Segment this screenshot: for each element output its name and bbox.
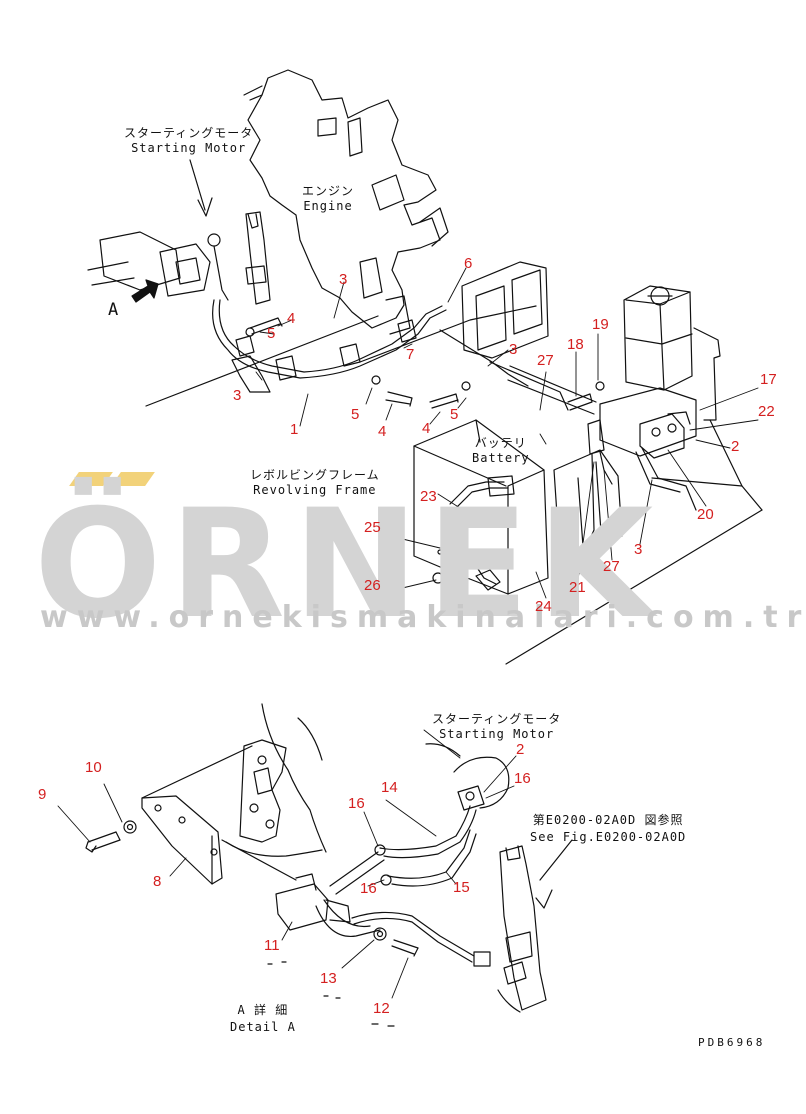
callout-1: 1 xyxy=(290,421,299,438)
callout-15: 15 xyxy=(453,879,470,896)
engine-jp: エンジン xyxy=(302,184,355,198)
watermark-url: www.ornekismakinalari.com.tr xyxy=(40,600,806,635)
callout-14: 14 xyxy=(381,779,398,796)
watermark-logo: ÖRNEK xyxy=(34,478,662,652)
drawing-code: PDB6968 xyxy=(698,1036,766,1049)
detail-a-jp: A 詳 細 xyxy=(237,1003,289,1017)
callout-17: 17 xyxy=(760,371,777,388)
callout-12: 12 xyxy=(373,1000,390,1017)
callout-19: 19 xyxy=(592,316,609,333)
callout-20: 20 xyxy=(697,506,714,523)
detail-a-label: A 詳 細 Detail A xyxy=(230,1002,296,1036)
engine-label: エンジン Engine xyxy=(302,184,354,214)
callout-4: 4 xyxy=(422,420,431,437)
revolving-frame-en: Revolving Frame xyxy=(253,483,377,497)
battery-jp: バッテリ xyxy=(474,436,527,450)
callout-5: 5 xyxy=(351,406,360,423)
callout-9: 9 xyxy=(38,786,47,803)
callout-11: 11 xyxy=(264,937,280,954)
callout-3: 3 xyxy=(339,271,348,288)
callout-3: 3 xyxy=(634,541,643,558)
callout-3: 3 xyxy=(509,341,518,358)
tank xyxy=(623,285,693,391)
view-a-marker: A xyxy=(108,300,120,320)
callout-4: 4 xyxy=(287,310,296,327)
callout-2: 2 xyxy=(516,741,525,758)
reference-label: 第E0200-02A0D 図参照 See Fig.E0200-02A0D xyxy=(530,812,686,846)
callout-16: 16 xyxy=(348,795,365,812)
starting-motor-label-detail: スターティングモータ Starting Motor xyxy=(432,712,561,742)
callout-7: 7 xyxy=(406,346,415,363)
callout-24: 24 xyxy=(535,598,552,615)
revolving-frame-label: レボルビングフレーム Revolving Frame xyxy=(250,468,380,498)
starting-motor-jp: スターティングモータ xyxy=(124,126,254,140)
starting-motor-detail-jp: スターティングモータ xyxy=(432,712,562,726)
battery-label: バッテリ Battery xyxy=(472,436,530,466)
reference-jp: 第E0200-02A0D 図参照 xyxy=(532,813,684,827)
callout-5: 5 xyxy=(267,325,276,342)
starting-motor-en: Starting Motor xyxy=(131,141,247,155)
callout-4: 4 xyxy=(378,423,387,440)
callout-5: 5 xyxy=(450,406,459,423)
callout-16: 16 xyxy=(360,880,377,897)
callout-22: 22 xyxy=(758,403,775,420)
detail-bracket xyxy=(239,739,287,843)
callout-13: 13 xyxy=(320,970,337,987)
callout-27: 27 xyxy=(603,558,620,575)
revolving-frame-jp: レボルビングフレーム xyxy=(250,468,380,482)
callout-27: 27 xyxy=(537,352,554,369)
callout-2: 2 xyxy=(731,438,740,455)
callout-10: 10 xyxy=(85,759,102,776)
view-a-arrow xyxy=(131,279,159,303)
starting-motor-detail-en: Starting Motor xyxy=(439,727,555,741)
callout-16: 16 xyxy=(514,770,531,787)
callout-6: 6 xyxy=(464,255,473,272)
battery-box xyxy=(413,419,549,595)
engine-en: Engine xyxy=(303,199,353,213)
detail-a-en: Detail A xyxy=(230,1020,296,1034)
callout-21: 21 xyxy=(569,579,586,596)
callout-23: 23 xyxy=(420,488,437,505)
callout-3: 3 xyxy=(233,387,242,404)
callout-26: 26 xyxy=(364,577,381,594)
callout-18: 18 xyxy=(567,336,584,353)
starting-motor-label-top: スターティングモータ Starting Motor xyxy=(124,126,253,156)
reference-en: See Fig.E0200-02A0D xyxy=(530,830,687,844)
callout-8: 8 xyxy=(153,873,162,890)
battery-en: Battery xyxy=(472,451,530,465)
engine-outline xyxy=(247,69,441,329)
callout-25: 25 xyxy=(364,519,381,536)
